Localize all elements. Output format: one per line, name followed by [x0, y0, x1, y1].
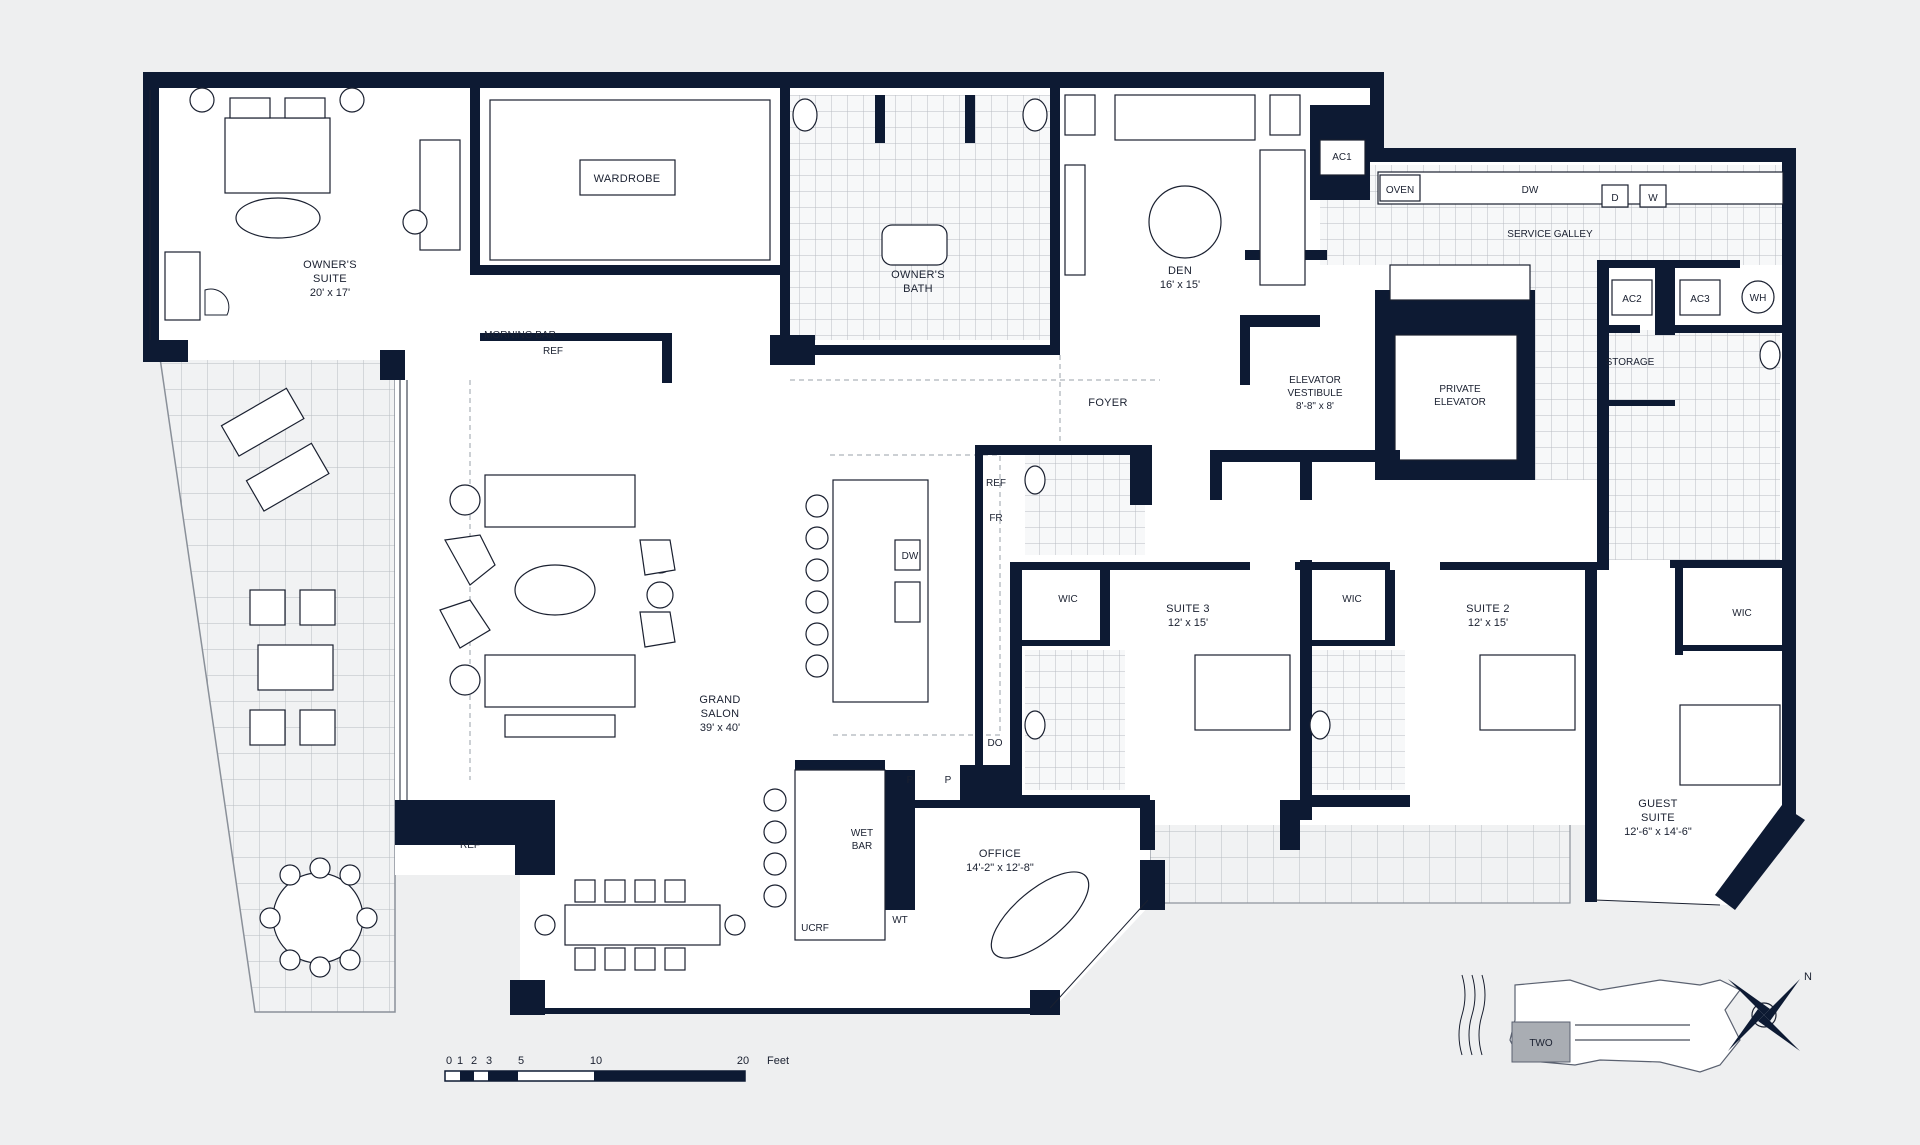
- office-glass: [1049, 899, 1149, 1009]
- owners-bath-name-2: BATH: [903, 283, 933, 295]
- office-size: 14'-2" x 12'-8": [966, 862, 1034, 874]
- wh-label: WH: [1750, 293, 1767, 304]
- key-plan: TWO: [1458, 974, 1741, 1073]
- guest-wic-label: WIC: [1732, 608, 1751, 619]
- furniture: [164, 87, 1784, 978]
- scale-tick-2: 2: [471, 1055, 477, 1067]
- compass-north: N: [1804, 971, 1812, 983]
- owners-bath-name-1: OWNER'S: [891, 269, 945, 281]
- office-name: OFFICE: [979, 848, 1021, 860]
- room-labels: OWNER'S SUITE 20' x 17' WARDROBE OWNER'S…: [303, 173, 1692, 874]
- guest-glass: [1594, 899, 1721, 906]
- oven-label: OVEN: [1386, 185, 1414, 196]
- scale-tick-0: 0: [446, 1055, 452, 1067]
- scale-unit: Feet: [767, 1055, 789, 1067]
- private-elevator-name-1: PRIVATE: [1439, 384, 1481, 395]
- wet-bar-name-2: BAR: [852, 841, 873, 852]
- scale-tick-3: 3: [486, 1055, 492, 1067]
- owners-suite-name-1: OWNER'S: [303, 259, 357, 271]
- ac1-label: AC1: [1332, 152, 1352, 163]
- grand-salon-name-1: GRAND: [699, 694, 740, 706]
- grand-salon-name-2: SALON: [701, 708, 740, 720]
- private-elevator-name-2: ELEVATOR: [1434, 397, 1486, 408]
- suite-2-name: SUITE 2: [1466, 603, 1510, 615]
- ucrf-label: UCRF: [801, 923, 829, 934]
- washer-label: W: [1648, 193, 1658, 204]
- elevator-vestibule-name-1: ELEVATOR: [1289, 375, 1341, 386]
- owners-suite-size: 20' x 17': [310, 287, 350, 299]
- den-size: 16' x 15': [1160, 279, 1200, 291]
- zone-line-foyer: [469, 355, 1160, 780]
- dryer-label: D: [1611, 193, 1618, 204]
- freezer-label: FR: [989, 513, 1002, 524]
- kitchen-ref-label: REF: [986, 478, 1006, 489]
- elevator-vestibule-name-2: VESTIBULE: [1287, 388, 1342, 399]
- fixture-labels: AC1 AC2 AC3 WH OVEN DW D W REF REF FR DW…: [460, 152, 1766, 934]
- foyer-label: FOYER: [1088, 397, 1127, 409]
- den-name: DEN: [1168, 265, 1192, 277]
- terrace-ref-label: REF: [460, 840, 480, 851]
- bath-suite3-tiles: [1025, 455, 1145, 555]
- bath-guest-tiles: [1600, 330, 1780, 560]
- suite-2-size: 12' x 15': [1468, 617, 1508, 629]
- wet-bar-name-1: WET: [851, 828, 873, 839]
- compass-icon: N: [1728, 971, 1812, 1051]
- suite-3-wic-label: WIC: [1058, 594, 1077, 605]
- owners-suite-name-2: SUITE: [313, 273, 347, 285]
- pantry-2-label: P: [945, 775, 952, 786]
- key-plan-label: TWO: [1529, 1038, 1553, 1049]
- ac2-label: AC2: [1622, 294, 1642, 305]
- key-plan-unit-two: [1511, 1021, 1571, 1063]
- island-dw-label: DW: [902, 551, 919, 562]
- scale-tick-10: 10: [590, 1055, 602, 1067]
- suite-3-name: SUITE 3: [1166, 603, 1210, 615]
- ac3-label: AC3: [1690, 294, 1710, 305]
- morning-ref-label: REF: [543, 346, 563, 357]
- storage-label: STORAGE: [1606, 357, 1655, 368]
- wardrobe-label: WARDROBE: [594, 173, 661, 185]
- guest-suite-name-2: SUITE: [1641, 812, 1675, 824]
- wt-label: WT: [892, 915, 908, 926]
- guest-suite-name-1: GUEST: [1638, 798, 1677, 810]
- guest-suite-size: 12'-6" x 14'-6": [1624, 826, 1692, 838]
- grand-salon-size: 39' x 40': [700, 722, 740, 734]
- walls: [143, 72, 1805, 1015]
- galley-dw-label: DW: [1522, 185, 1539, 196]
- scale-tick-5: 5: [518, 1055, 524, 1067]
- scale-bar: 0 1 2 3 5 10 20 Feet: [444, 1055, 789, 1082]
- suite-2-wic-label: WIC: [1342, 594, 1361, 605]
- south-balcony: [1149, 814, 1571, 904]
- pantry-1-label: P: [907, 775, 914, 786]
- suite-3-size: 12' x 15': [1168, 617, 1208, 629]
- morning-bar-label: MORNING BAR: [484, 330, 556, 341]
- do-label: DO: [988, 738, 1003, 749]
- scale-tick-20: 20: [737, 1055, 749, 1067]
- elevator-vestibule-size: 8'-8" x 8': [1296, 401, 1334, 412]
- salon-window: [399, 380, 408, 800]
- owners-bath-tiles: [790, 95, 1050, 340]
- scale-tick-1: 1: [457, 1055, 463, 1067]
- service-galley-label: SERVICE GALLEY: [1507, 229, 1593, 240]
